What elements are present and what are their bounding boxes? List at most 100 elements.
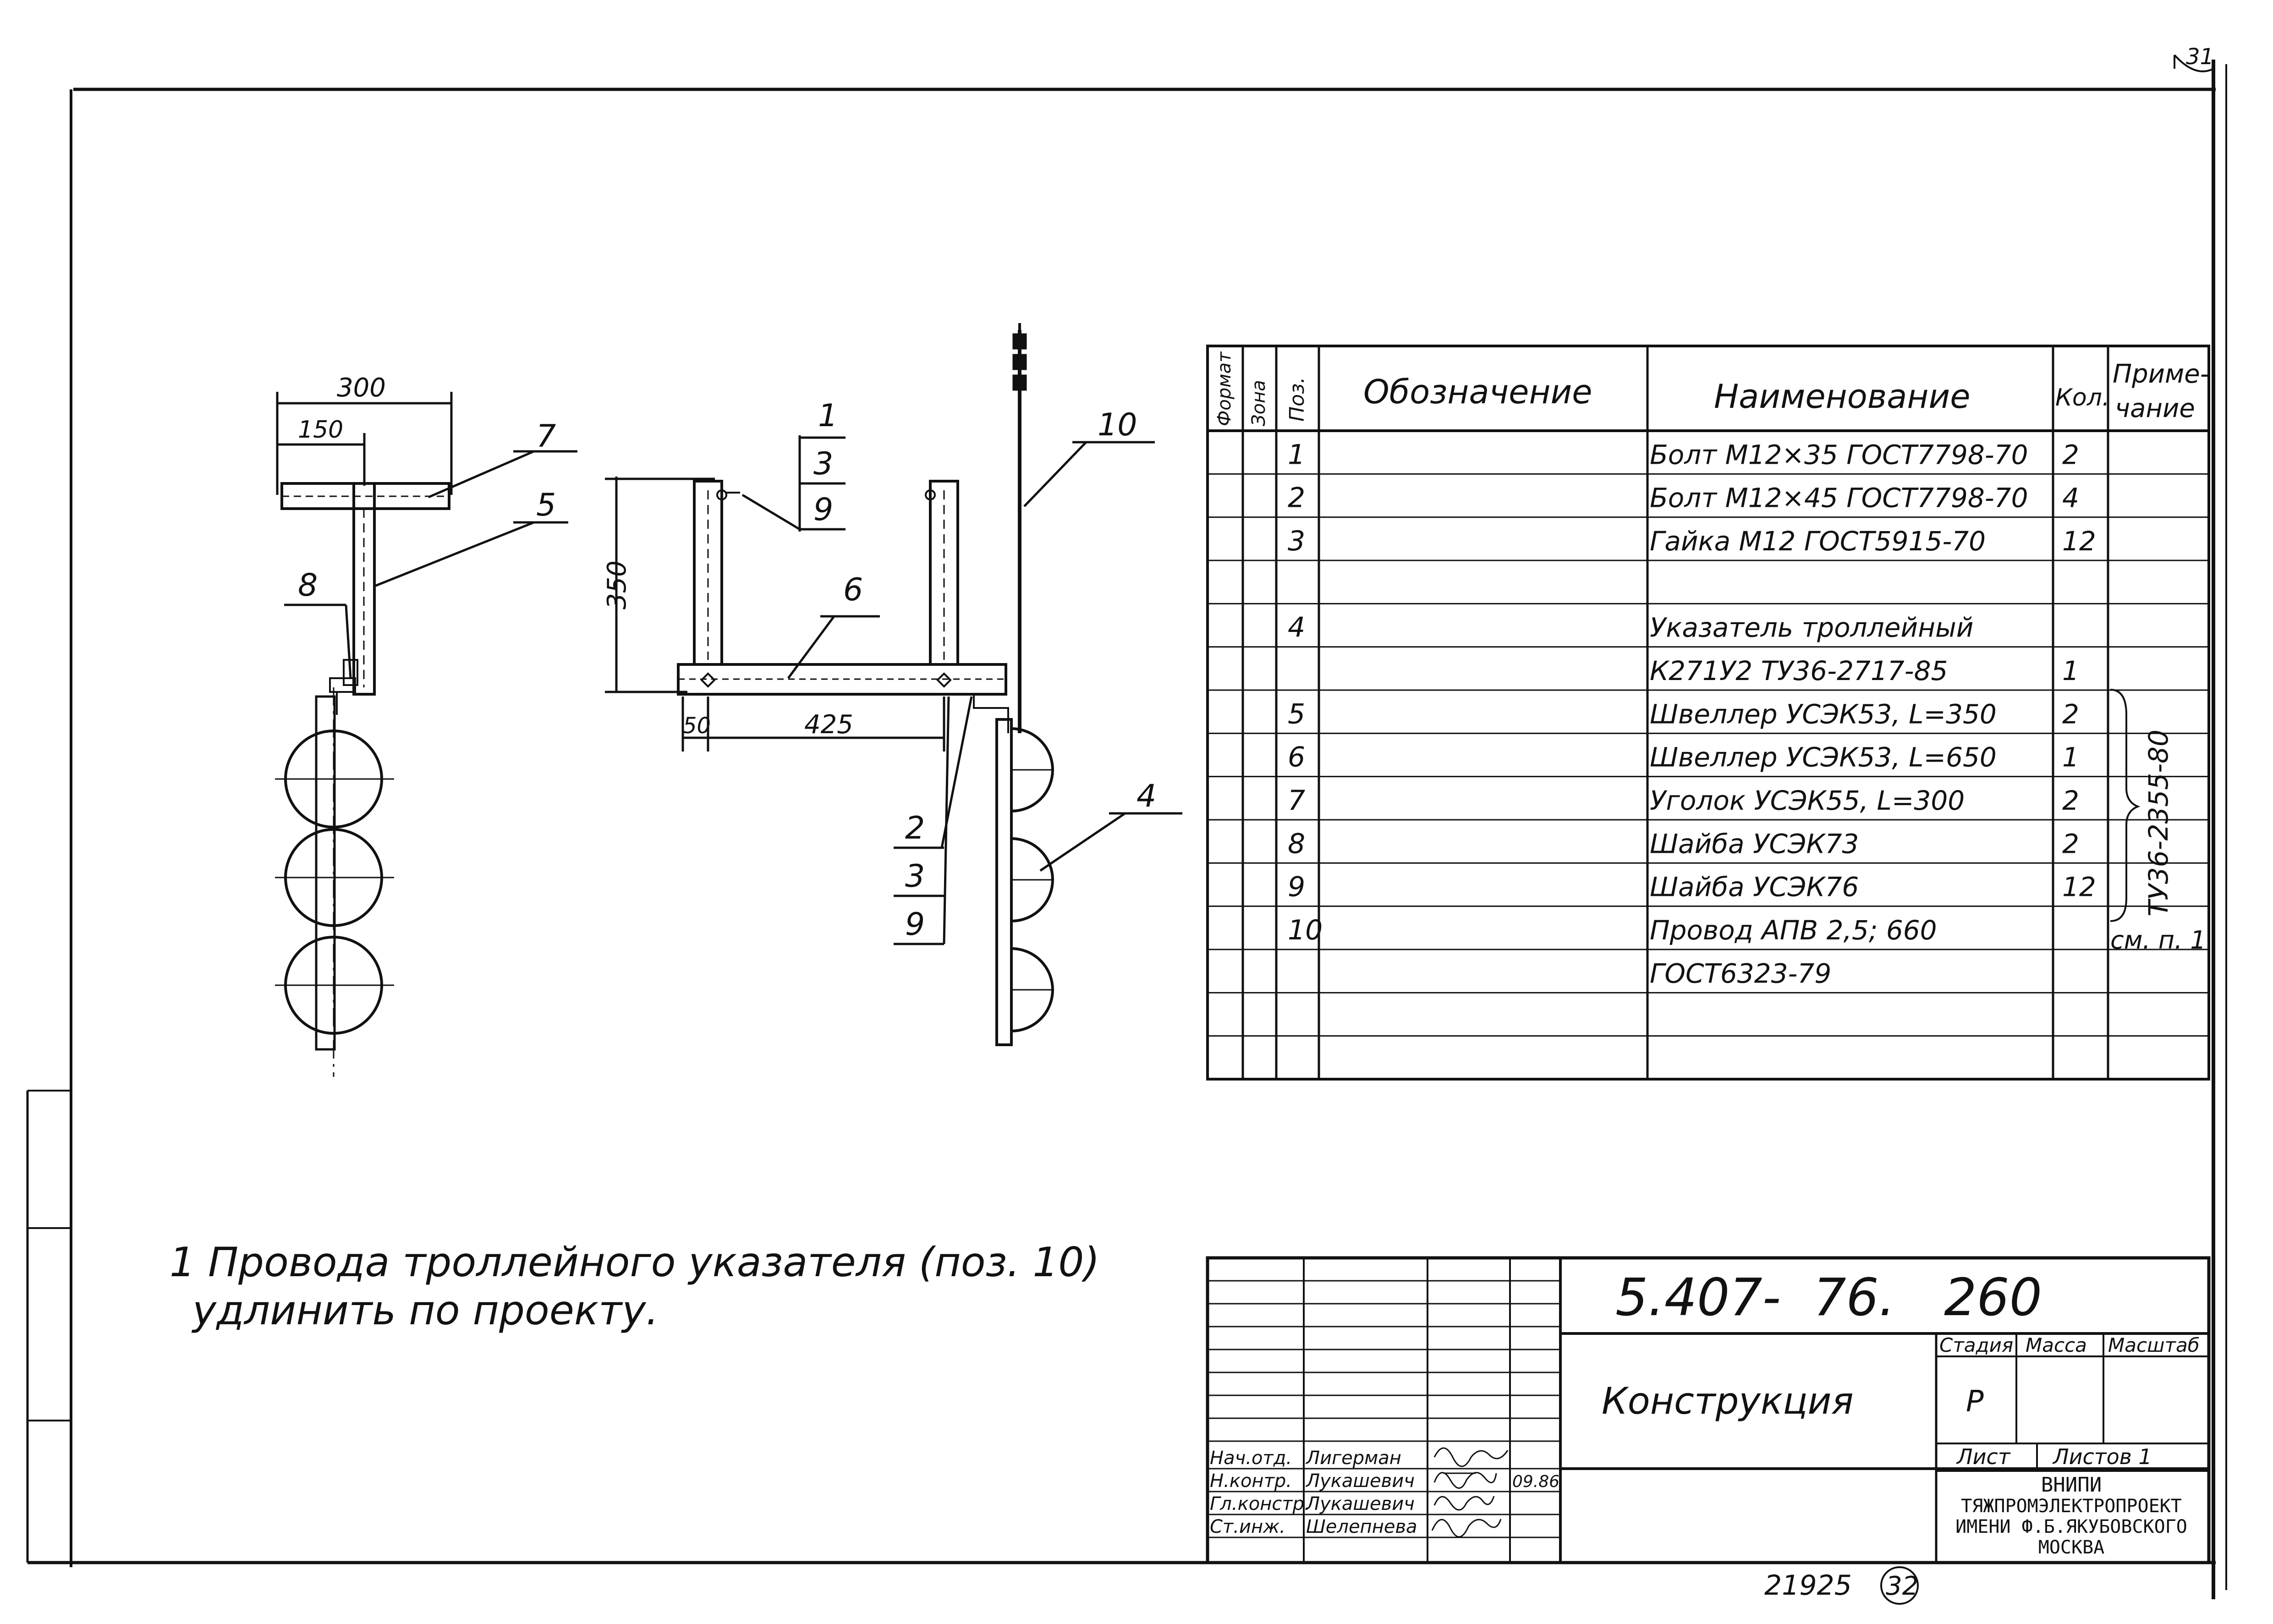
mass-header: Масса xyxy=(2026,1334,2087,1356)
middle-dim-425: 425 xyxy=(804,710,853,740)
signature-1 xyxy=(1433,1447,1509,1467)
middle-view xyxy=(605,435,1009,945)
left-dim-300: 300 xyxy=(337,373,386,403)
org-line-1: ВНИПИ xyxy=(2041,1473,2102,1497)
stage-header: Стадия xyxy=(1939,1334,2013,1356)
left-dim-150: 150 xyxy=(298,416,343,444)
header-note-1: Приме- xyxy=(2113,359,2209,389)
bottom-circle xyxy=(1880,1566,1919,1605)
middle-callout-2: 2 xyxy=(905,810,925,846)
middle-dim-50: 50 xyxy=(683,713,711,739)
spec-row-name: Болт М12×35 ГОСТ7798-70 xyxy=(1650,439,2028,470)
header-format: Формат xyxy=(1214,351,1235,426)
note-line-1: 1 Провода троллейного указателя (поз. 10… xyxy=(170,1239,1100,1286)
scale-header: Масштаб xyxy=(2108,1334,2200,1356)
middle-callout-6: 6 xyxy=(843,572,863,608)
middle-dim-350: 350 xyxy=(602,560,632,609)
spec-row-qty: 1 xyxy=(2062,742,2079,773)
left-callout-5: 5 xyxy=(536,487,556,523)
left-callout-7: 7 xyxy=(536,418,556,455)
right-view xyxy=(995,323,1182,1046)
org-line-2: ТЯЖПРОМЭЛЕКТРОПРОЕКТ xyxy=(1961,1496,2182,1517)
header-qty: Кол. xyxy=(2055,384,2110,411)
doc-code: 5.407- 76. 260 xyxy=(1615,1268,2042,1328)
left-view xyxy=(275,392,577,1077)
sig-date-2: 09.86 xyxy=(1512,1472,1559,1491)
spec-row-pos: 1 xyxy=(1288,439,1305,471)
spec-row-name: Болт М12×45 ГОСТ7798-70 xyxy=(1650,483,2028,514)
spec-row-name: Шайба УСЭК76 xyxy=(1650,872,1859,903)
bottom-number: 21925 xyxy=(1764,1569,1852,1602)
spec-row-pos: 2 xyxy=(1288,482,1305,514)
signature-4 xyxy=(1431,1519,1502,1538)
note-row10: см. п. 1 xyxy=(2110,926,2206,955)
left-callout-8: 8 xyxy=(298,567,318,604)
spec-row-pos: 5 xyxy=(1288,698,1305,730)
spec-row-qty: 2 xyxy=(2062,439,2079,470)
spec-row-qty: 1 xyxy=(2062,655,2079,686)
header-name: Наименование xyxy=(1714,377,1971,416)
middle-callout-9b: 9 xyxy=(905,906,925,943)
header-note-2: чание xyxy=(2115,394,2195,423)
organization-block: ВНИПИ ТЯЖПРОМЭЛЕКТРОПРОЕКТ ИМЕНИ Ф.Б.ЯКУ… xyxy=(1955,1473,2187,1558)
right-callout-4: 4 xyxy=(1136,778,1156,814)
spec-row-pos: 4 xyxy=(1288,612,1305,644)
spec-row-name: Швеллер УСЭК53, L=350 xyxy=(1650,698,1997,730)
title-block xyxy=(1206,1256,2211,1564)
header-zone: Зона xyxy=(1248,380,1269,426)
spec-row-pos: 6 xyxy=(1288,741,1305,774)
spec-row-qty: 2 xyxy=(2062,828,2079,859)
header-pos: Поз. xyxy=(1285,377,1309,422)
spec-row-pos: 10 xyxy=(1288,914,1323,946)
spec-row-qty: 12 xyxy=(2062,872,2096,903)
sig-name-4: Шелепнева xyxy=(1306,1516,1417,1537)
spec-row-name: Шайба УСЭК73 xyxy=(1650,828,1859,859)
signature-3 xyxy=(1433,1496,1495,1511)
spec-row-pos: 7 xyxy=(1288,785,1305,817)
middle-callout-3b: 3 xyxy=(905,858,925,894)
sig-role-4: Ст.инж. xyxy=(1210,1516,1285,1537)
signature-rows: Нач.отд. Лигерман Н.контр. Лукашевич 09.… xyxy=(1210,1447,1559,1538)
spec-row-qty: 4 xyxy=(2062,483,2079,514)
org-line-4: МОСКВА xyxy=(2038,1537,2105,1558)
sheets-label: Листов 1 xyxy=(2052,1444,2152,1469)
spec-row-qty: 2 xyxy=(2062,698,2079,730)
spec-row-qty: 12 xyxy=(2062,526,2096,557)
specification-table xyxy=(1206,345,2210,1081)
note-line-2: удлинить по проекту. xyxy=(191,1287,659,1334)
spec-row-name: Швеллер УСЭК53, L=650 xyxy=(1650,742,1997,773)
sheet-frame xyxy=(26,54,2227,1599)
header-designation: Обозначение xyxy=(1363,373,1592,411)
spec-row-pos: 3 xyxy=(1288,525,1305,557)
middle-callout-1: 1 xyxy=(818,398,838,434)
spec-row-pos: 9 xyxy=(1288,871,1305,903)
note-group-tu: ТУ36-2355-80 xyxy=(2143,730,2174,916)
org-line-3: ИМЕНИ Ф.Б.ЯКУБОВСКОГО xyxy=(1955,1516,2187,1537)
spec-row-name: Гайка М12 ГОСТ5915-70 xyxy=(1650,526,1986,557)
sig-name-1: Лигерман xyxy=(1305,1448,1401,1469)
doc-title: Конструкция xyxy=(1602,1380,1854,1422)
spec-row-name: К271У2 ТУ36-2717-85 xyxy=(1650,655,1948,686)
spec-row-name: Провод АПВ 2,5; 660 xyxy=(1650,915,1937,946)
spec-row-name: Уголок УСЭК55, L=300 xyxy=(1650,785,1965,816)
signature-2 xyxy=(1433,1472,1497,1489)
spec-row-name: ГОСТ6323-79 xyxy=(1650,958,1831,989)
sig-role-2: Н.контр. xyxy=(1210,1470,1292,1492)
sig-role-1: Нач.отд. xyxy=(1210,1448,1292,1469)
spec-row-name: Указатель троллейный xyxy=(1650,612,1973,643)
sheet-corner-mark: 31 xyxy=(2186,44,2214,70)
sig-role-3: Гл.констр. xyxy=(1210,1493,1310,1514)
stage-value: Р xyxy=(1966,1385,1984,1419)
note-group-brace xyxy=(2110,689,2141,922)
right-callout-10: 10 xyxy=(1098,407,1137,443)
spec-row-qty: 2 xyxy=(2062,785,2079,816)
spec-row-pos: 8 xyxy=(1288,828,1305,860)
sig-name-2: Лукашевич xyxy=(1305,1470,1415,1492)
middle-callout-9a: 9 xyxy=(813,492,833,528)
spec-table-header: Формат Зона Поз. Обозначение Наименовани… xyxy=(1214,351,2209,426)
sheet-label: Лист xyxy=(1956,1444,2011,1469)
sig-name-3: Лукашевич xyxy=(1305,1493,1415,1514)
middle-callout-3a: 3 xyxy=(813,446,833,482)
